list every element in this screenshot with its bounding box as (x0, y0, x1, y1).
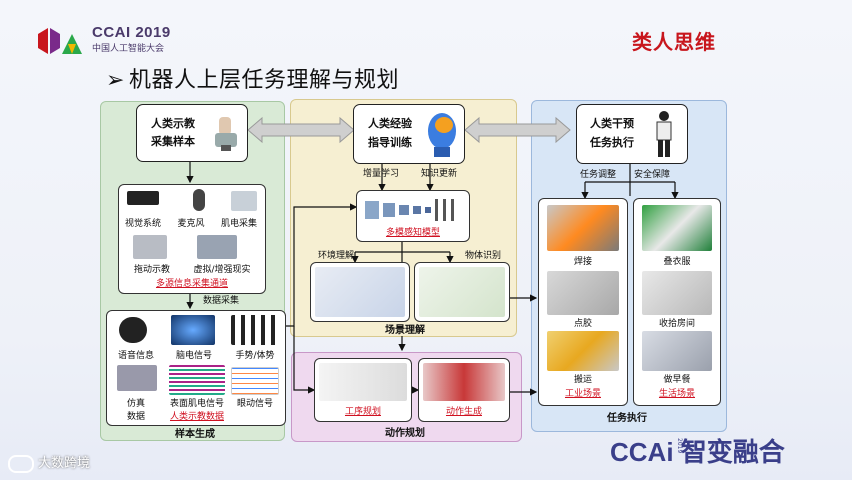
robot-arms-image (423, 363, 505, 401)
breakfast-label: 做早餐 (663, 375, 691, 385)
multimodal-model-box: 多模感知模型 (356, 190, 470, 242)
gesture-figures-icon (231, 315, 279, 345)
safety-guarantee-label: 安全保障 (633, 170, 670, 180)
robot-hand-icon (215, 117, 237, 151)
process-planning-caption: 工序规划 (344, 407, 381, 417)
object-graph-image (419, 267, 505, 317)
multi-source-channel-caption: 多源信息采集通道 (155, 279, 228, 289)
human-experience-line1: 人类经验 (368, 117, 412, 130)
eye-movement-chart-icon (231, 367, 279, 395)
conference-title: CCAI 2019 (92, 24, 171, 41)
human-demo-data-caption: 人类示教数据 (169, 412, 224, 422)
voice-head-icon (119, 317, 147, 343)
handling-label: 搬运 (573, 375, 592, 385)
task-adjust-label: 任务调整 (579, 170, 616, 180)
page-title-text: 机器人上层任务理解与规划 (128, 68, 399, 93)
microphone-label: 麦克风 (177, 219, 205, 229)
footer-brand: CCAi 智变融合 2019 (610, 432, 785, 469)
semg-label: 表面肌电信号 (169, 399, 224, 409)
brain-head-icon (428, 113, 456, 157)
simulation-label: 仿真 (126, 399, 145, 409)
microphone-icon (193, 189, 205, 211)
neural-network-icon (365, 199, 454, 221)
multi-source-collection-box: 视觉系统 麦克风 肌电采集 拖动示教 虚拟/增强现实 多源信息采集通道 (118, 184, 266, 294)
simulation-icon (117, 365, 157, 391)
human-experience-box: 人类经验 指导训练 (353, 104, 465, 164)
data-collection-label: 数据采集 (202, 296, 239, 306)
human-demonstration-box: 人类示教 采集样本 (136, 104, 248, 162)
human-demonstration-line2: 采集样本 (151, 135, 195, 148)
kinect-camera-icon (127, 191, 159, 205)
industrial-scene-box: 焊接 点胶 搬运 工业场景 (538, 198, 628, 406)
voice-info-label: 语音信息 (117, 351, 154, 361)
life-scene-box: 叠衣服 收拾房间 做早餐 生活场景 (633, 198, 721, 406)
knowledge-update-label: 知识更新 (420, 169, 457, 179)
human-demo-data-box: 语音信息 脑电信号 手势/体势 仿真 表面肌电信号 眼动信号 数据 人类示教数据 (106, 310, 286, 426)
action-planning-label: 动作规划 (385, 428, 425, 439)
bullet-arrow-icon: ➢ (106, 68, 125, 93)
process-flow-image (319, 363, 407, 401)
footer-brand-text: CCAi 智变融合 (610, 437, 785, 467)
human-demonstration-line1: 人类示教 (151, 117, 195, 130)
welding-label: 焊接 (573, 257, 592, 267)
scene-graph-image (315, 267, 405, 317)
folding-clothes-image (642, 205, 712, 251)
watermark-logo-icon (8, 454, 34, 473)
breakfast-image (642, 331, 712, 371)
vision-system-label: 视觉系统 (124, 219, 161, 229)
topic-badge: 类人思维 (632, 30, 716, 54)
brain-signal-icon (171, 315, 215, 345)
task-execution-label: 任务执行 (607, 413, 647, 424)
person-vr-icon (656, 111, 672, 157)
emg-sensor-icon (231, 191, 257, 211)
sample-generation-label: 样本生成 (175, 429, 215, 440)
dispensing-image (547, 271, 619, 315)
incremental-learning-label: 增量学习 (362, 169, 399, 179)
object-recognition-label: 物体识别 (464, 251, 501, 261)
gesture-posture-label: 手势/体势 (235, 351, 275, 361)
footer-brand-year: 2019 (676, 438, 683, 454)
handling-image (547, 331, 619, 371)
emg-collection-label: 肌电采集 (220, 219, 257, 229)
human-experience-line2: 指导训练 (368, 136, 412, 149)
scene-understanding-label: 场景理解 (385, 325, 425, 336)
watermark-text: 大数跨境 (38, 456, 91, 471)
tidy-room-image (642, 271, 712, 315)
tidy-room-label: 收拾房间 (658, 319, 695, 329)
ccai-logo-icon (38, 28, 82, 54)
motion-generation-caption: 动作生成 (445, 407, 482, 417)
multimodal-model-caption: 多模感知模型 (385, 228, 440, 238)
vr-headset-icon (197, 235, 237, 259)
process-planning-box: 工序规划 (314, 358, 412, 422)
welding-image (547, 205, 619, 251)
human-intervention-line2: 任务执行 (590, 136, 634, 149)
industrial-scene-caption: 工业场景 (564, 389, 601, 399)
conference-subtitle: 中国人工智能大会 (92, 44, 165, 54)
motion-generation-box: 动作生成 (418, 358, 510, 422)
human-intervention-box: 人类干预 任务执行 (576, 104, 688, 164)
human-intervention-line1: 人类干预 (590, 117, 634, 130)
page-title: ➢机器人上层任务理解与规划 (106, 62, 399, 94)
life-scene-caption: 生活场景 (658, 389, 695, 399)
drag-teaching-label: 拖动示教 (133, 265, 170, 275)
simulation-data-label: 数据 (126, 412, 145, 422)
environment-understanding-box (310, 262, 410, 322)
dispensing-label: 点胶 (573, 319, 592, 329)
drag-teaching-robot-icon (133, 235, 167, 259)
object-recognition-box (414, 262, 510, 322)
eeg-label: 脑电信号 (175, 351, 212, 361)
semg-wave-icon (169, 365, 225, 395)
vr-ar-label: 虚拟/增强现实 (193, 265, 251, 275)
environment-understanding-label: 环境理解 (317, 251, 354, 261)
watermark: 大数跨境 (8, 452, 90, 473)
folding-clothes-label: 叠衣服 (663, 257, 691, 267)
eye-movement-label: 眼动信号 (236, 399, 273, 409)
